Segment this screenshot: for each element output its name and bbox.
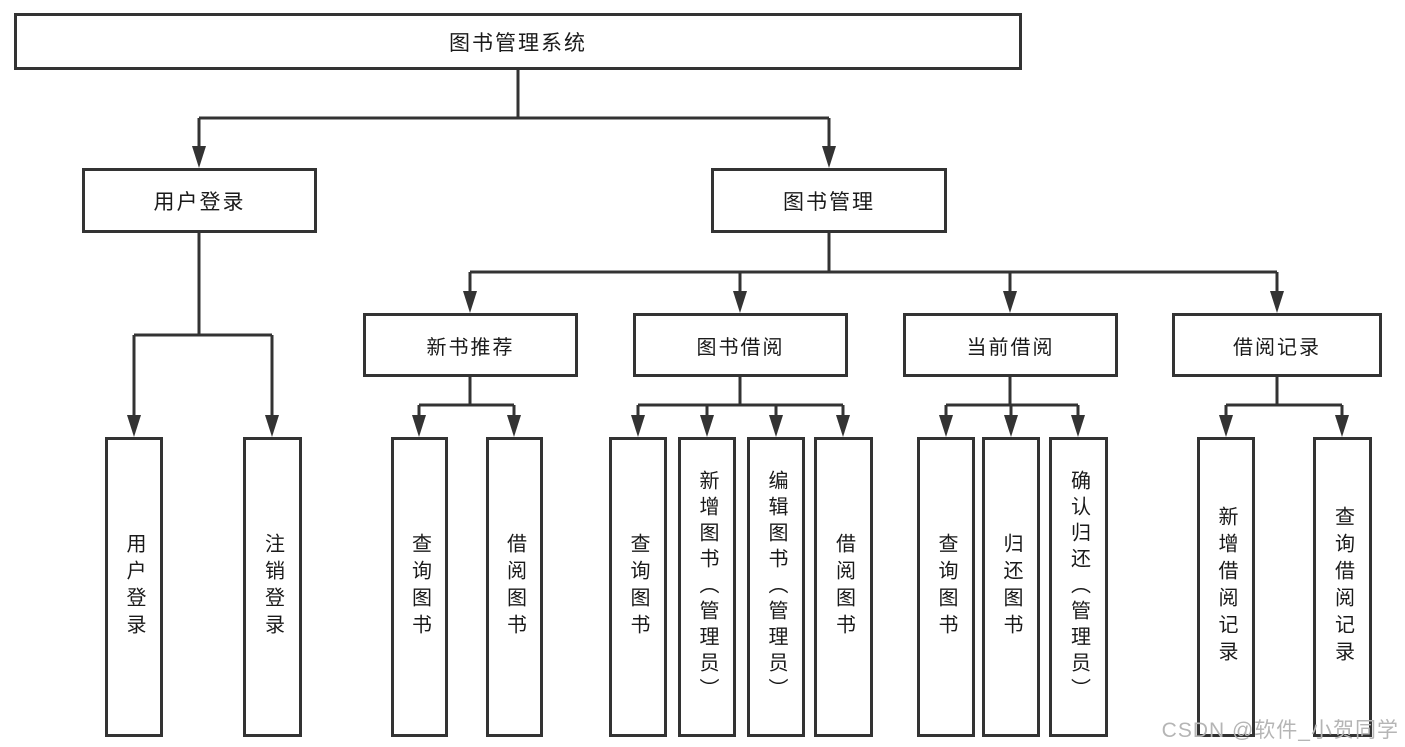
leaf-logout: 注销登录 xyxy=(243,437,302,737)
node-new-book-recommend: 新书推荐 xyxy=(363,313,578,377)
node-borrow-record: 借阅记录 xyxy=(1172,313,1382,377)
node-root: 图书管理系统 xyxy=(14,13,1022,70)
csdn-watermark: CSDN @软件_小贺同学 xyxy=(1161,719,1399,742)
leaf-record-query-record: 查询借阅记录 xyxy=(1313,437,1372,737)
leaf-current-query-books: 查询图书 xyxy=(917,437,975,737)
leaf-user-login: 用户登录 xyxy=(105,437,163,737)
leaf-current-confirm-return-admin: 确认归还（管理员） xyxy=(1049,437,1108,737)
leaf-record-add-record: 新增借阅记录 xyxy=(1197,437,1255,737)
arrowheads xyxy=(127,146,1349,437)
leaf-newbook-query-books: 查询图书 xyxy=(391,437,448,737)
node-current-borrow: 当前借阅 xyxy=(903,313,1118,377)
leaf-borrow-borrow-books: 借阅图书 xyxy=(814,437,873,737)
node-book-management: 图书管理 xyxy=(711,168,947,233)
leaf-current-return-books: 归还图书 xyxy=(982,437,1040,737)
leaf-newbook-borrow-books: 借阅图书 xyxy=(486,437,543,737)
leaf-borrow-add-books-admin: 新增图书（管理员） xyxy=(678,437,736,737)
leaf-borrow-edit-books-admin: 编辑图书（管理员） xyxy=(747,437,805,737)
leaf-borrow-query-books: 查询图书 xyxy=(609,437,667,737)
node-user-login: 用户登录 xyxy=(82,168,317,233)
node-book-borrow: 图书借阅 xyxy=(633,313,848,377)
